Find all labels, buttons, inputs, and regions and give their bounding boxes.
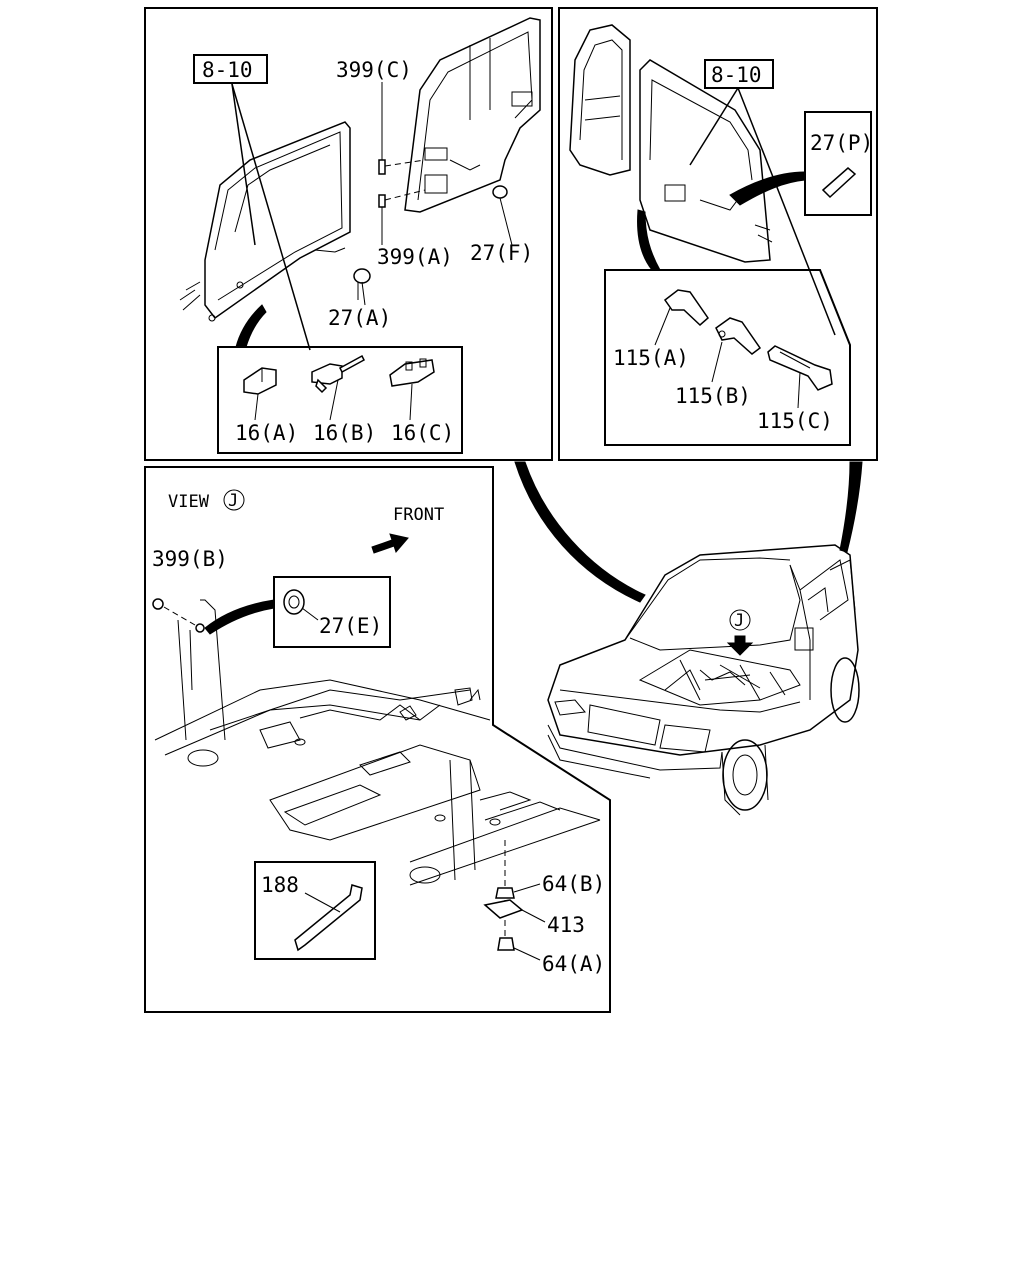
rear-wheel [830,657,860,723]
clip-16a [243,367,277,395]
188-inset-box [254,861,376,960]
grille [587,704,661,746]
vehicle-illustration: J [514,461,863,816]
clip-16c [389,358,435,387]
front-door-panel: 8-10 [144,7,553,461]
clip-115c [767,345,833,391]
clip-115a [663,289,709,327]
label-399c: 399(C) [336,58,412,82]
label-27a: 27(A) [328,306,391,330]
view-j-arrow-icon [726,635,754,656]
headlight-right [659,724,711,753]
label-64a: 64(A) [542,952,605,976]
rear-door-detail-box [604,269,851,446]
vehicle-j-marker-circle [729,609,751,631]
64a-part [497,937,515,951]
64b-part [495,887,515,899]
27f-part [492,185,508,199]
front-door-detail-box [217,346,463,454]
rear-door-ref-box [704,59,774,89]
view-j-marker-circle [223,489,245,511]
399c-part [378,159,386,175]
399b-part [152,598,164,610]
view-j-marker: J [228,491,238,511]
413-part [483,899,524,919]
vehicle-j-marker: J [734,611,744,631]
front-direction-label: FRONT [393,505,444,525]
front-door-ref-label: 8-10 [202,58,253,82]
27a-part [353,268,371,284]
label-115c: 115(C) [757,409,833,433]
27p-part [821,167,857,199]
label-399a: 399(A) [377,245,453,269]
label-27p: 27(P) [810,131,873,155]
label-413: 413 [547,913,585,937]
rear-door-shell [639,59,773,263]
27e-inset-box [273,576,391,648]
clip-115b [715,317,762,355]
view-title: VIEW [168,492,210,512]
front-door-right-shell [404,17,541,213]
label-115a: 115(A) [613,346,689,370]
label-115b: 115(B) [675,384,751,408]
label-27e: 27(E) [319,614,382,638]
label-16c: 16(C) [391,421,454,445]
label-399b: 399(B) [152,547,228,571]
rear-door-ref-label: 8-10 [711,63,762,87]
front-arrow-icon [371,533,409,554]
label-188: 188 [261,873,299,897]
label-64b: 64(B) [542,872,605,896]
floor-structure [154,599,601,886]
27p-inset-box [804,111,872,216]
clip-16b [311,354,365,394]
front-door-shell [179,121,351,322]
rear-door-panel: 8-10 27(P) 115(A) 115(B) 115(C) [558,7,878,461]
front-door-ref-box [193,54,268,84]
front-wheel [722,739,768,811]
rear-door-open-shell [569,24,631,176]
label-27f: 27(F) [470,241,533,265]
headlight-left [554,699,586,716]
399a-part [378,194,386,208]
label-16a: 16(A) [235,421,298,445]
27e-part [283,589,305,615]
188-part [294,884,363,952]
view-j-panel: VIEW J FRONT 399(B) 27(E) [144,466,611,1013]
label-16b: 16(B) [313,421,376,445]
